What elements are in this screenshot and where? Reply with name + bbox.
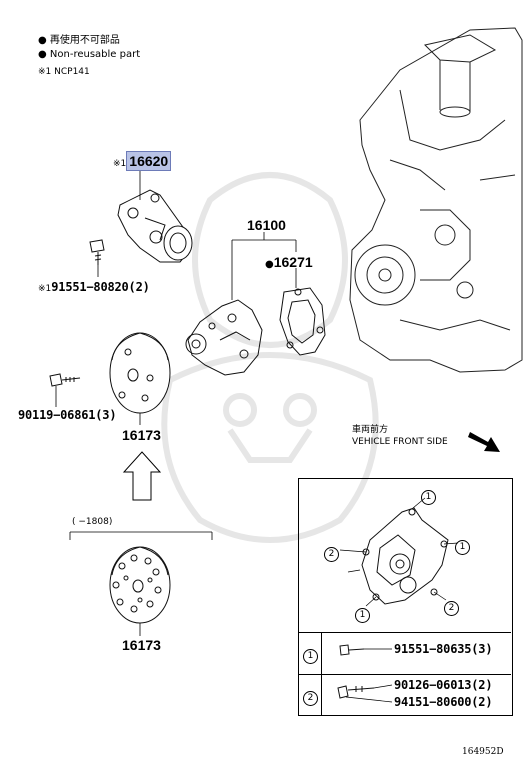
- part-number-16100[interactable]: 16100: [247, 217, 286, 233]
- note-model: ※1 NCP141: [38, 67, 90, 77]
- legend-row-1: [298, 632, 511, 675]
- callout-16271-mark: ●: [265, 259, 274, 270]
- callout-16271[interactable]: ●16271: [265, 254, 313, 270]
- part-number-16173-lower[interactable]: 16173: [122, 637, 161, 653]
- part-number-16271[interactable]: 16271: [273, 254, 313, 270]
- legend-leader-2a: [373, 684, 393, 689]
- legend-leader-2b: [345, 696, 393, 703]
- water-pump-drawing: [185, 299, 263, 376]
- note-en-nonreusable: ● Non-reusable part: [38, 49, 141, 60]
- part-number-16620[interactable]: 16620: [126, 151, 172, 171]
- legend-bolt-1: [339, 644, 365, 656]
- legend-row-1-divider: [321, 633, 322, 675]
- diagram-id: 164952D: [462, 747, 504, 757]
- detail-callout-right: 1: [455, 536, 470, 555]
- range-bracket: [69, 531, 213, 540]
- range-label: ( −1808): [72, 517, 113, 527]
- part-number-tensioner-bolt[interactable]: 91551−80820(2): [51, 280, 150, 294]
- detail-callout-bottom-left: 1: [355, 604, 370, 623]
- upper-pulley-drawing: [109, 332, 171, 414]
- detail-callout-left: 2: [324, 543, 339, 562]
- detail-callout-bottom-right: 2: [444, 597, 459, 616]
- legend-row-2-divider: [321, 675, 322, 715]
- tensioner-bolt-drawing: [89, 239, 105, 265]
- leader-16100: [231, 232, 297, 300]
- front-arrow: [468, 432, 500, 452]
- part-number-pulley-bolt[interactable]: 90119−06861(3): [18, 408, 117, 422]
- lower-pulley-drawing: [109, 546, 171, 624]
- tensioner-drawing: [117, 189, 193, 263]
- legend-stud-2: [337, 685, 375, 699]
- legend-part-number-2b[interactable]: 94151−80600(2): [394, 695, 493, 709]
- callout-16620-mark: ※1: [113, 159, 127, 169]
- legend-circle-2: 2: [303, 687, 318, 706]
- part-number-16173-upper[interactable]: 16173: [122, 427, 161, 443]
- pulley-bolt-drawing: [49, 373, 81, 387]
- detail-leaders: [339, 497, 459, 607]
- legend-circle-1: 1: [303, 645, 318, 664]
- note-jp-nonreusable: ● 再使用不可部品: [38, 35, 120, 46]
- legend-part-number-2a[interactable]: 90126−06013(2): [394, 678, 493, 692]
- detail-callout-top: 1: [421, 486, 436, 505]
- gasket-drawing: [279, 287, 326, 356]
- watermark-emblem: [161, 172, 379, 543]
- legend-part-number-1[interactable]: 91551−80635(3): [394, 642, 493, 656]
- detail-pump-drawing: [361, 507, 449, 605]
- legend-row-2: [298, 674, 511, 715]
- direction-jp: 車両前方: [352, 425, 389, 435]
- direction-en: VEHICLE FRONT SIDE: [352, 437, 448, 447]
- callout-tensioner-bolt[interactable]: ※191551−80820(2): [38, 278, 150, 294]
- detail-legend-box: [298, 478, 513, 716]
- engine-block: [349, 27, 523, 373]
- up-arrow: [122, 451, 162, 501]
- callout-tensioner-bolt-mark: ※1: [38, 284, 52, 294]
